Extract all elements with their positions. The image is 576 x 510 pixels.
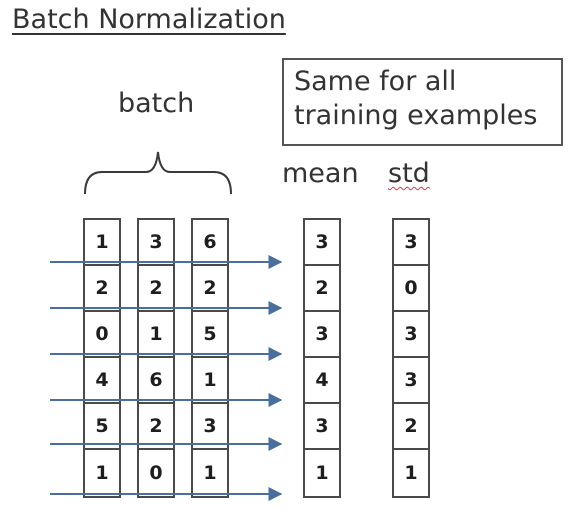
batch-cell: 3 [139,220,173,266]
mean-column: 3 2 3 4 3 1 [303,218,341,498]
batch-cell: 2 [193,266,227,312]
std-cell: 3 [394,220,428,266]
batch-brace [84,151,232,195]
batch-cell: 1 [193,358,227,404]
batch-cell: 1 [203,462,217,484]
batch-cell: 0 [85,312,119,358]
diagram-title: Batch Normalization [12,4,286,35]
batch-cell: 1 [85,220,119,266]
batch-cell: 1 [95,462,109,484]
mean-cell: 1 [315,462,329,484]
batch-cell: 0 [149,462,163,484]
batch-cell: 6 [193,220,227,266]
batch-label: batch [118,88,195,119]
std-cell: 3 [394,358,428,404]
mean-cell: 3 [305,220,339,266]
batch-column-2: 3 2 1 6 2 0 [137,218,175,498]
std-header: std [388,158,430,189]
batch-cell: 5 [85,404,119,450]
note-line-1: Same for all [294,66,457,97]
mean-cell: 3 [305,404,339,450]
mean-header: mean [282,158,359,189]
std-cell: 2 [394,404,428,450]
batch-cell: 2 [139,404,173,450]
batch-cell: 1 [139,312,173,358]
batch-cell: 2 [85,266,119,312]
std-cell: 1 [404,462,418,484]
batch-column-3: 6 2 5 1 3 1 [191,218,229,498]
mean-cell: 3 [305,312,339,358]
batch-cell: 2 [139,266,173,312]
std-cell: 0 [394,266,428,312]
mean-cell: 4 [305,358,339,404]
batch-cell: 4 [85,358,119,404]
mean-cell: 2 [305,266,339,312]
note-line-2: training examples [294,100,538,131]
batch-column-1: 1 2 0 4 5 1 [83,218,121,498]
batch-cell: 3 [193,404,227,450]
std-column: 3 0 3 3 2 1 [392,218,430,498]
std-cell: 3 [394,312,428,358]
note-box: Same for all training examples [282,58,563,146]
batch-cell: 6 [139,358,173,404]
batch-cell: 5 [193,312,227,358]
